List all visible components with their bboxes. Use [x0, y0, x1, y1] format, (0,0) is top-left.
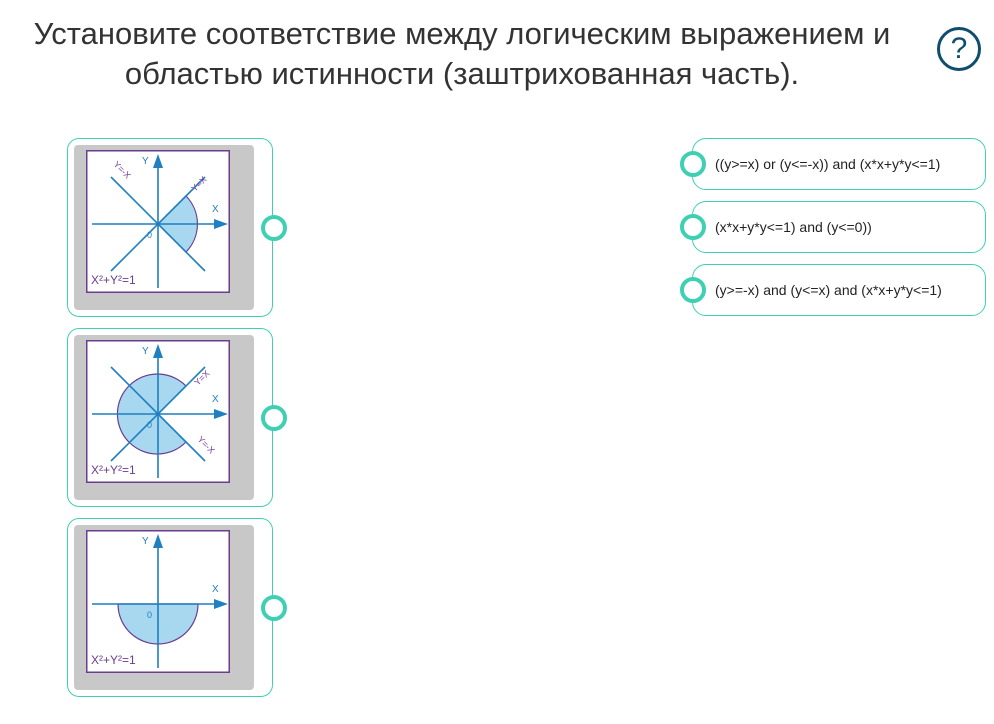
y-arrow-icon — [153, 344, 163, 358]
card-2-connector[interactable] — [261, 405, 287, 431]
x-arrow-icon — [214, 599, 228, 609]
x-axis-label: X — [212, 584, 219, 595]
y-axis-label: Y — [142, 346, 149, 357]
option-3-connector[interactable] — [680, 277, 706, 303]
question-mark-icon: ? — [950, 32, 968, 65]
help-button[interactable]: ? — [937, 27, 981, 71]
title-line-2: областью истинности (заштрихованная част… — [124, 56, 800, 91]
option-1-connector[interactable] — [680, 151, 706, 177]
x-arrow-icon — [214, 219, 228, 229]
option-3[interactable]: (y>=-x) and (y<=x) and (x*x+y*y<=1) — [692, 264, 986, 316]
diagram-disk-minus-sector: Y X 0 Y=X Y=-X X²+Y²=1 — [86, 340, 230, 483]
y-axis-label: Y — [142, 156, 149, 167]
title-line-1: Установите соответствие между логическим… — [33, 16, 891, 51]
diagram-card-1[interactable]: Y X 0 Y=-X Y=X X²+Y²=1 — [67, 138, 273, 317]
y-arrow-icon — [153, 534, 163, 548]
y-arrow-icon — [153, 154, 163, 168]
x-axis-label: X — [212, 394, 219, 405]
y-axis-label: Y — [142, 536, 149, 547]
circle-equation-label: X²+Y²=1 — [91, 463, 136, 477]
diagram-card-3[interactable]: Y X 0 X²+Y²=1 — [67, 518, 273, 697]
option-label: ((y>=x) or (y<=-x)) and (x*x+y*y<=1) — [715, 156, 941, 172]
card-3-connector[interactable] — [261, 595, 287, 621]
circle-equation-label: X²+Y²=1 — [91, 653, 136, 667]
option-2-connector[interactable] — [680, 214, 706, 240]
diagram-lower-half-disk: Y X 0 X²+Y²=1 — [86, 530, 230, 673]
option-label: (y>=-x) and (y<=x) and (x*x+y*y<=1) — [715, 282, 942, 298]
x-arrow-icon — [214, 409, 228, 419]
card-1-connector[interactable] — [261, 215, 287, 241]
origin-label: 0 — [147, 230, 152, 240]
origin-label: 0 — [147, 610, 152, 620]
x-axis-label: X — [212, 204, 219, 215]
page-title: Установите соответствие между логическим… — [0, 14, 924, 94]
option-label: (x*x+y*y<=1) and (y<=0)) — [715, 219, 872, 235]
circle-equation-label: X²+Y²=1 — [91, 273, 136, 287]
diagram-card-2[interactable]: Y X 0 Y=X Y=-X X²+Y²=1 — [67, 328, 273, 507]
option-2[interactable]: (x*x+y*y<=1) and (y<=0)) — [692, 201, 986, 253]
option-1[interactable]: ((y>=x) or (y<=-x)) and (x*x+y*y<=1) — [692, 138, 986, 190]
origin-label: 0 — [147, 420, 152, 430]
diagram-right-sector: Y X 0 Y=-X Y=X X²+Y²=1 — [86, 150, 230, 293]
